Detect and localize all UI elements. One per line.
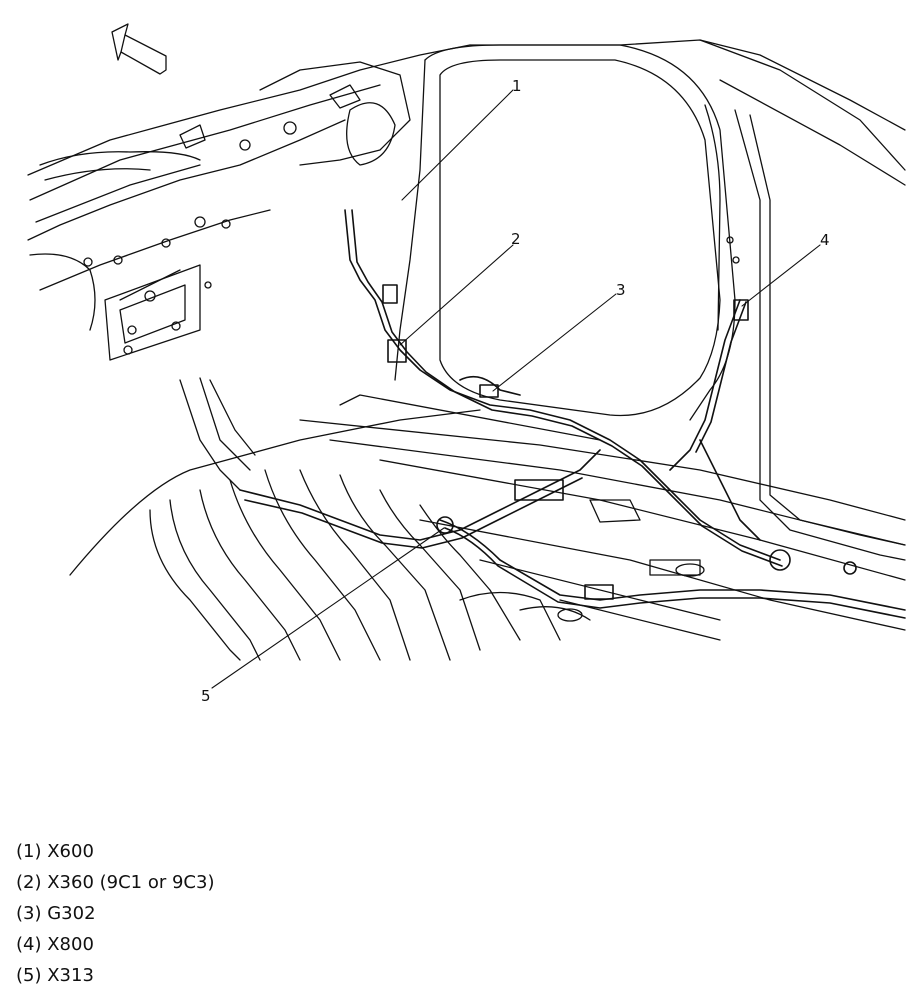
door-opening: [394, 39, 906, 561]
legend-item-x600: (1) X600: [16, 841, 94, 862]
legend: (1) X600 (2) X360 (9C1 or 9C3) (3) G302 …: [16, 836, 214, 991]
front-direction-arrow-icon: [111, 23, 167, 75]
leader-lines: [211, 89, 821, 689]
callout-4: 4: [820, 231, 830, 249]
dashboard-structure: [27, 44, 471, 361]
wiring-harness: [239, 209, 906, 619]
harness-diagram: 1 2 3 4 5: [27, 23, 906, 705]
callout-3: 3: [616, 281, 626, 299]
legend-item-g302: (3) G302: [16, 903, 96, 924]
legend-item-x360: (2) X360 (9C1 or 9C3): [16, 872, 215, 893]
floor-pan: [69, 377, 906, 661]
legend-item-x313: (5) X313: [16, 965, 94, 986]
callout-2: 2: [511, 230, 521, 248]
callout-1: 1: [512, 77, 522, 95]
legend-item-x800: (4) X800: [16, 934, 94, 955]
callout-5: 5: [201, 687, 211, 705]
